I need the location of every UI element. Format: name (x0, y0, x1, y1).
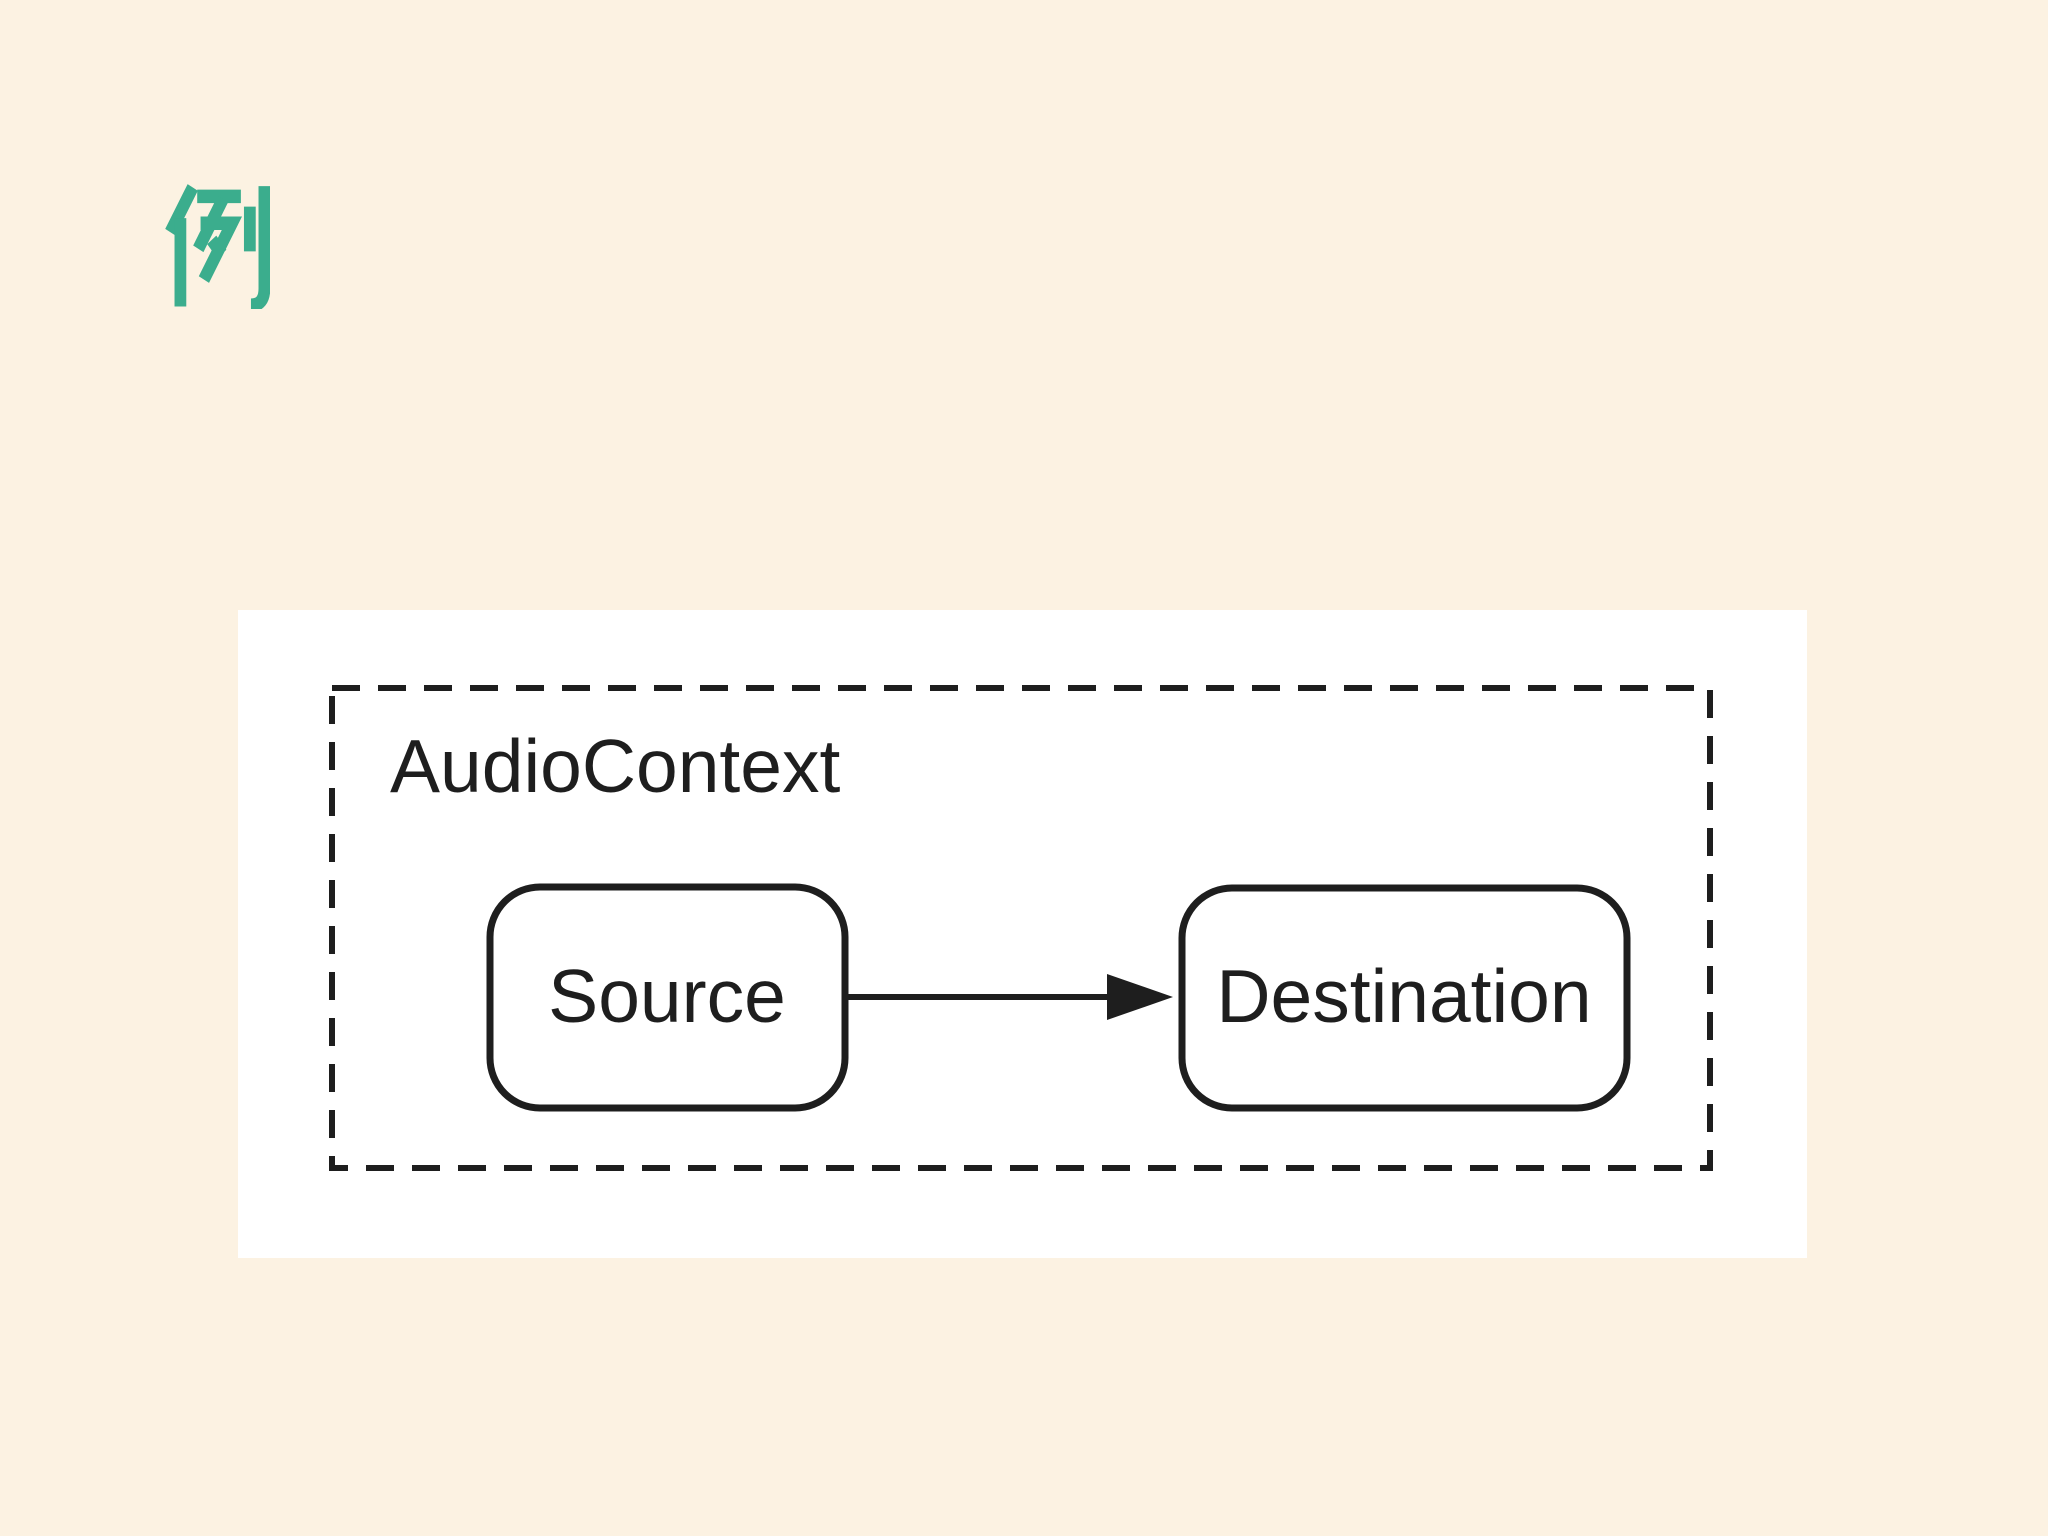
title-glyph-rei-example-icon (165, 184, 270, 309)
node-destination-label: Destination (1216, 954, 1591, 1038)
page-title: 例 (158, 181, 270, 309)
audio-graph-diagram: AudioContext Source Destination (329, 685, 1713, 1171)
diagram-panel: AudioContext Source Destination (238, 610, 1807, 1258)
audiocontext-label: AudioContext (390, 724, 840, 808)
audiocontext-container-box (329, 685, 1713, 1171)
title-glyph-strokes (165, 184, 270, 309)
arrowhead-right-icon (1107, 974, 1173, 1020)
node-destination-box (1178, 884, 1631, 1112)
node-source-label: Source (548, 954, 786, 1038)
